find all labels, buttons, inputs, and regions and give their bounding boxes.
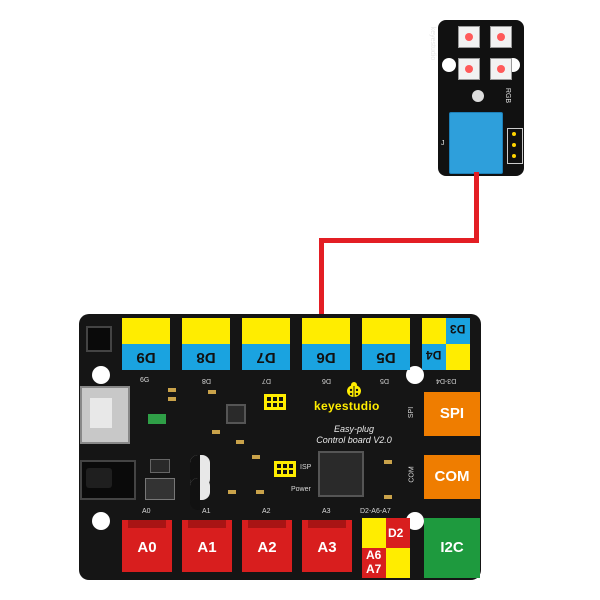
module-ic (472, 90, 484, 102)
port-d5[interactable]: D5 (362, 318, 410, 370)
module-pin-header (507, 128, 523, 164)
port-a0[interactable]: A0 (122, 520, 172, 572)
silk-label: D6 (322, 377, 331, 384)
pin-header (264, 394, 286, 410)
silk-label: A2 (262, 508, 271, 515)
port-a1[interactable]: A1 (182, 520, 232, 572)
smd-component (236, 440, 244, 444)
smd-component (148, 414, 166, 424)
port-label: D5 (362, 344, 410, 370)
microcontroller-chip (318, 451, 364, 497)
port-label-d2: D2 (388, 526, 404, 540)
brand-name: keyestudio (314, 399, 380, 413)
mount-hole (406, 366, 424, 384)
silk-label-isp: ISP (300, 464, 312, 471)
rgb-led (458, 26, 480, 48)
port-label: D8 (182, 344, 230, 370)
silk-label: D8 (202, 377, 211, 384)
port-label: D7 (242, 344, 290, 370)
cable-segment (319, 238, 479, 243)
silk-label: D3-D4 (436, 377, 457, 384)
pin (512, 132, 516, 136)
port-label: D9 (122, 344, 170, 370)
isp-header (274, 461, 296, 477)
port-d6[interactable]: D6 (302, 318, 350, 370)
silk-label: A1 (202, 508, 211, 515)
board-subtitle-2: Control board V2.0 (316, 435, 392, 445)
module-connector (449, 112, 503, 174)
port-d8[interactable]: D8 (182, 318, 230, 370)
smd-component (212, 430, 220, 434)
mount-hole (92, 512, 110, 530)
port-d3-d4[interactable]: D3 D4 (422, 318, 470, 370)
silk-label: D2-A6-A7 (360, 508, 391, 515)
silk-label: 6G (140, 377, 150, 384)
smd-component (384, 460, 392, 464)
mount-hole (442, 58, 456, 72)
silk-label-com: COM (408, 466, 416, 483)
port-a3[interactable]: A3 (302, 520, 352, 572)
mount-hole (92, 366, 110, 384)
module-rgb-label: RGB (504, 87, 512, 104)
usb-socket (90, 398, 112, 428)
cable-segment (474, 172, 479, 242)
port-spi[interactable]: SPI (424, 392, 480, 436)
silk-label: D5 (380, 377, 389, 384)
module-vertical-label: keyestudio (429, 26, 437, 61)
voltage-regulator (150, 459, 170, 473)
port-label: D6 (302, 344, 350, 370)
mount-hole (406, 512, 424, 530)
port-label-a6: A6 (366, 548, 382, 562)
smd-component (208, 390, 216, 394)
silk-label: D7 (262, 377, 271, 384)
silk-label-power: Power (291, 486, 311, 493)
smd-component (256, 490, 264, 494)
module-pin-label: J (441, 140, 445, 147)
silk-label: A0 (142, 508, 151, 515)
smd-component (168, 388, 176, 392)
reset-button[interactable] (86, 326, 112, 352)
smd-component (168, 397, 176, 401)
small-ic (226, 404, 246, 424)
ladybug-logo (347, 382, 361, 397)
rgb-led (490, 58, 512, 80)
port-d9[interactable]: D9 (122, 318, 170, 370)
port-label-d4: D4 (426, 348, 442, 362)
smd-component (252, 455, 260, 459)
cable-segment (319, 238, 324, 320)
smd-component (384, 495, 392, 499)
regulator-tab (145, 478, 175, 500)
board-subtitle-1: Easy-plug (333, 424, 375, 434)
port-a2[interactable]: A2 (242, 520, 292, 572)
port-com[interactable]: COM (424, 455, 480, 499)
capacitor (190, 478, 210, 510)
rgb-led (490, 26, 512, 48)
port-i2c[interactable]: I2C (424, 518, 480, 578)
smd-component (228, 490, 236, 494)
port-label-a7: A7 (366, 562, 382, 576)
port-d7[interactable]: D7 (242, 318, 290, 370)
rgb-led (458, 58, 480, 80)
power-jack-socket (86, 468, 112, 488)
silk-label-spi: SPI (408, 406, 416, 419)
silk-label: A3 (322, 508, 331, 515)
pin (512, 143, 516, 147)
port-d2-a6-a7[interactable]: D2 A6 A7 (362, 518, 410, 578)
port-label-d3: D3 (450, 322, 466, 336)
pin (512, 154, 516, 158)
